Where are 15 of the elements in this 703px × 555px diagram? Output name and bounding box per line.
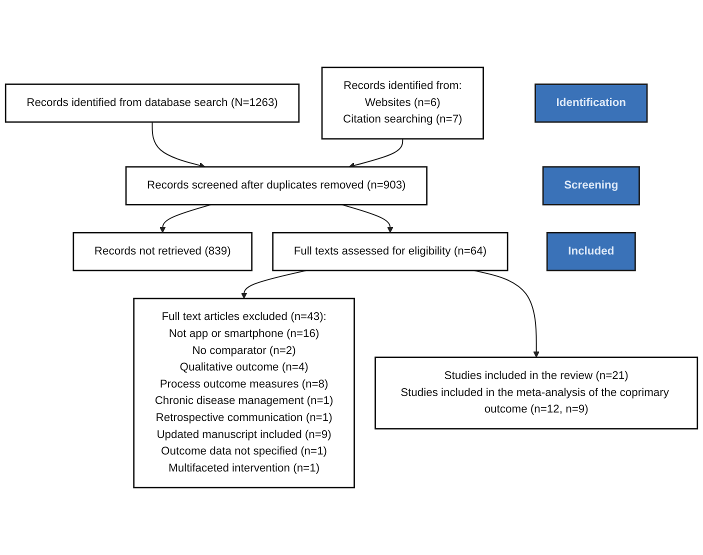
node-box: Records not retrieved (839)	[72, 232, 253, 272]
node-box: Included	[546, 232, 636, 272]
node-box: Full texts assessed for eligibility (n=64)	[272, 232, 508, 272]
node-box: Studies included in the review (n=21) Studies included in the meta-analysis of the coprimary outcome (n=12, n=9)	[374, 356, 698, 430]
node-box: Records identified from database search (N=1263)	[4, 84, 300, 123]
arrow	[342, 204, 394, 233]
node-box: Records screened after duplicates removed (n=903)	[125, 166, 428, 206]
arrow	[474, 270, 540, 358]
node-box: Identification	[534, 84, 648, 123]
node-box: Screening	[542, 166, 640, 206]
node-box: Records identified from: Websites (n=6) Citation searching (n=7)	[321, 66, 484, 140]
arrow	[152, 122, 206, 168]
node-box: Full text articles excluded (n=43): Not app or smartphone (n=16) No comparator (n=2) Qualitative outcome (n=4) Process outcome measures (n=8) Chronic disease management (n=1) Retrospective communication (n=1) Updated manuscript included (n=9) Outcome data not specified (n=1) Multifaceted intervention (n=1)	[133, 298, 355, 488]
arrow	[240, 270, 306, 299]
arrow	[348, 138, 404, 168]
